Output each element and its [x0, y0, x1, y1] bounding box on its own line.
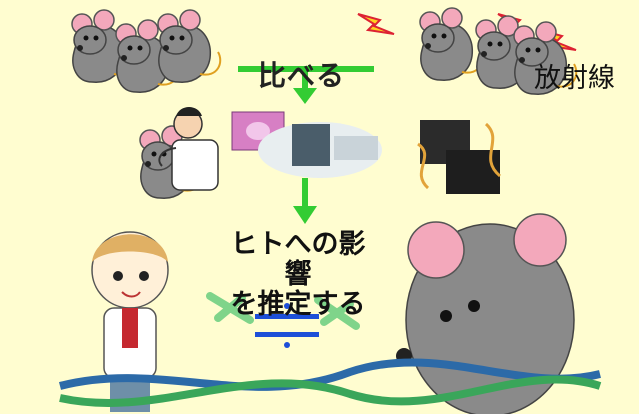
boy-icon — [91, 231, 169, 412]
estimate-label-line2: を推定する — [230, 289, 366, 320]
lightning-bolt-icon — [357, 13, 395, 35]
sequencing-equipment — [417, 120, 502, 194]
chromosome-icon — [206, 292, 254, 324]
doctor-icon — [158, 107, 219, 191]
mouse-icon — [157, 9, 222, 84]
approximately-equal-icon — [255, 303, 319, 348]
compare-label: 比べる — [258, 59, 346, 92]
chromosome-icon — [314, 296, 360, 330]
compare-arrows — [238, 66, 374, 224]
estimate-label: ヒトへの影響 を推定する — [218, 230, 378, 320]
lab-instrument-icon — [258, 122, 382, 178]
large-mouse-icon — [396, 213, 575, 414]
mouse-group-control — [71, 9, 222, 94]
radiation-label: 放射線 — [534, 63, 615, 94]
mouse-icon — [419, 7, 484, 82]
estimate-label-line1: ヒトへの影響 — [230, 229, 366, 290]
examination-scene — [139, 107, 219, 200]
arrow-down-icon — [293, 88, 317, 104]
lab-equipment — [231, 111, 382, 178]
dna-helix-icon — [58, 358, 602, 407]
arrow-down-icon — [293, 206, 317, 224]
